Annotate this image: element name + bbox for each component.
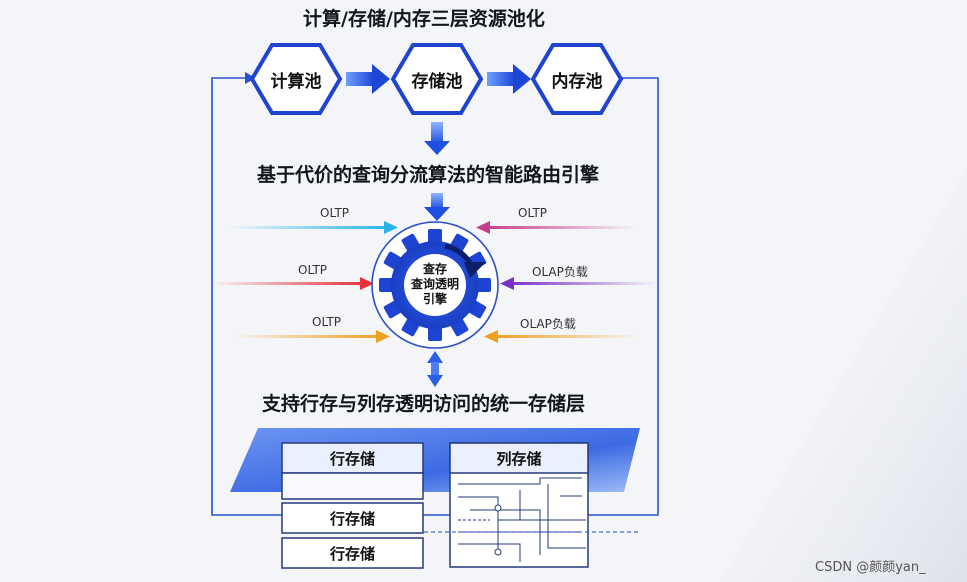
- gear-tooth: [475, 278, 491, 292]
- label-storage-pool: 存储池: [411, 72, 463, 92]
- hexagon-memory-pool[interactable]: [530, 43, 624, 115]
- label-column-store: 列存储: [496, 450, 542, 468]
- engine-label-line-1: 查存: [422, 262, 447, 276]
- arrow-pool-to-engine: [424, 122, 450, 155]
- gear-tooth: [428, 325, 442, 341]
- label-left-input-1: OLTP: [320, 206, 350, 220]
- row-store-box-blank: [281, 472, 424, 500]
- input-arrow-left-3: [232, 330, 390, 343]
- arrow-storage-to-memory: [487, 64, 531, 94]
- input-arrow-left-2: [212, 277, 374, 290]
- label-memory-pool: 内存池: [551, 72, 603, 92]
- hexagon-compute-pool[interactable]: [249, 43, 343, 115]
- engine-label-line-3: 引擎: [422, 292, 447, 306]
- engine-label-line-2: 查询透明: [410, 277, 459, 291]
- gear-tooth: [428, 229, 442, 245]
- label-left-input-3: OLTP: [312, 315, 342, 329]
- label-row-store-2: 行存储: [329, 510, 375, 528]
- label-right-input-3: OLAP负载: [520, 317, 576, 331]
- label-left-input-2: OLTP: [298, 263, 328, 277]
- watermark: CSDN @颜颜yan_: [815, 560, 926, 575]
- loop-frame: [211, 77, 659, 516]
- label-compute-pool: 计算池: [270, 72, 322, 92]
- column-store-box[interactable]: [424, 442, 640, 568]
- row-store-stack: [281, 442, 424, 569]
- hexagon-storage-pool[interactable]: [390, 43, 484, 115]
- arrow-gear-to-storage: [427, 351, 443, 387]
- arrow-title-to-gear: [424, 193, 450, 221]
- row-store-box-2[interactable]: [281, 502, 424, 534]
- label-right-input-2: OLAP负载: [532, 265, 588, 279]
- engine-gear-icon: [371, 221, 499, 349]
- background-shade: [720, 170, 967, 582]
- input-arrow-right-1: [476, 221, 636, 234]
- column-store-circuit-lines: [424, 477, 640, 562]
- label-right-input-1: OLTP: [518, 206, 548, 220]
- row-store-box-3[interactable]: [281, 537, 424, 569]
- title-resource-pooling: 计算/存储/内存三层资源池化: [303, 8, 545, 30]
- arrow-compute-to-storage: [346, 64, 390, 94]
- gear-tooth: [379, 278, 395, 292]
- title-unified-storage: 支持行存与列存透明访问的统一存储层: [262, 393, 586, 415]
- input-arrow-left-1: [228, 221, 398, 234]
- row-store-box-1[interactable]: [281, 442, 424, 474]
- input-arrow-right-2: [500, 277, 658, 290]
- label-row-store-3: 行存储: [329, 545, 375, 563]
- title-routing-engine: 基于代价的查询分流算法的智能路由引擎: [257, 164, 600, 186]
- label-row-store-1: 行存储: [329, 450, 375, 468]
- input-arrow-right-3: [484, 330, 640, 343]
